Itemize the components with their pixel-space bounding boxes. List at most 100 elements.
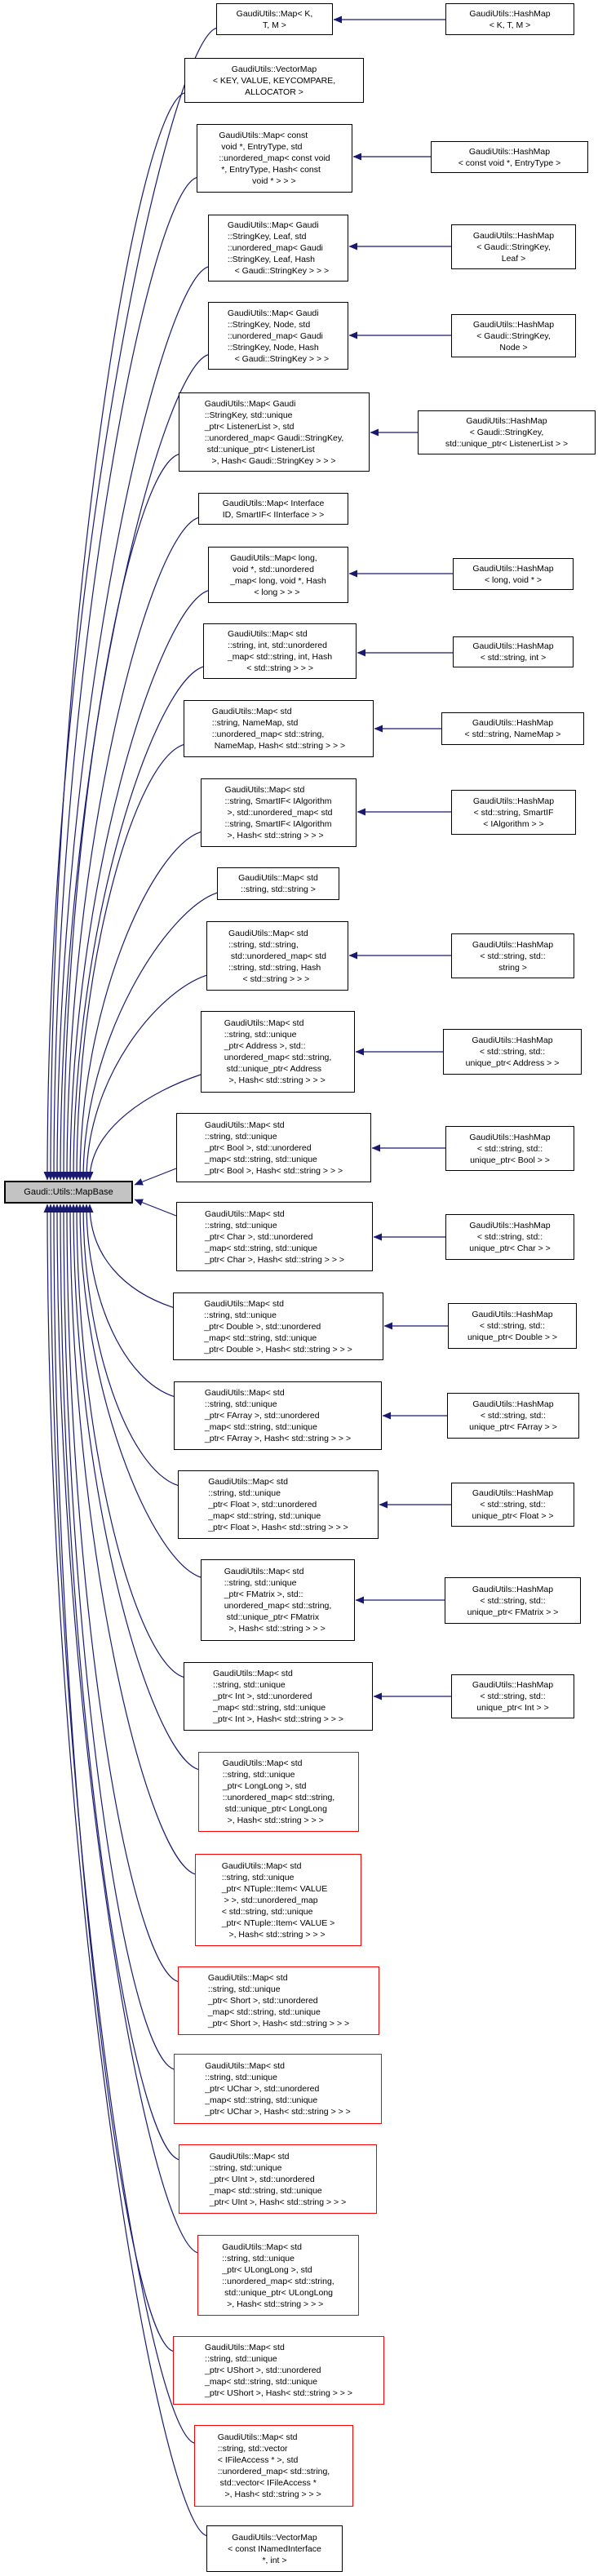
class-name-line: >, Hash< std::string > > > xyxy=(222,2299,324,2309)
class-node-hm_bool[interactable]: GaudiUtils::HashMap< std::string, std::u… xyxy=(445,1126,574,1171)
class-node-hm_cvoid[interactable]: GaudiUtils::HashMap< const void *, Entry… xyxy=(431,141,588,173)
class-node-hm_long_void[interactable]: GaudiUtils::HashMap< long, void * > xyxy=(453,558,574,590)
class-node-sk_node[interactable]: GaudiUtils::Map< Gaudi::StringKey, Node,… xyxy=(208,302,348,370)
class-node-hm_float[interactable]: GaudiUtils::HashMap< std::string, std::u… xyxy=(451,1483,574,1527)
class-name-label: GaudiUtils::HashMap< Gaudi::StringKey,No… xyxy=(473,319,554,353)
class-name-line: GaudiUtils::HashMap xyxy=(472,796,555,806)
class-node-int[interactable]: GaudiUtils::Map< std::string, std::uniqu… xyxy=(184,1662,373,1731)
class-name-line: GaudiUtils::HashMap xyxy=(472,1310,553,1319)
class-name-line: _map< std::string, std::unique xyxy=(204,1422,317,1432)
class-name-line: *, EntryType, Hash< const xyxy=(219,165,321,175)
class-node-hm_fmatrix[interactable]: GaudiUtils::HashMap< std::string, std::u… xyxy=(445,1577,581,1624)
class-node-bool[interactable]: GaudiUtils::Map< std::string, std::uniqu… xyxy=(176,1113,371,1182)
class-name-label: GaudiUtils::Map< std::string, std::uniqu… xyxy=(210,2151,347,2208)
edge-long_void-to-mapbase xyxy=(66,590,209,1181)
class-node-hm_address[interactable]: GaudiUtils::HashMap< std::string, std::u… xyxy=(443,1029,582,1075)
class-name-label: GaudiUtils::Map< K,T, M > xyxy=(237,8,313,31)
edge-uchar-to-mapbase xyxy=(60,1204,175,2070)
class-name-line: GaudiUtils::VectorMap xyxy=(231,64,317,74)
class-node-float[interactable]: GaudiUtils::Map< std::string, std::uniqu… xyxy=(178,1470,379,1539)
class-node-hm_namemap[interactable]: GaudiUtils::HashMap< std::string, NameMa… xyxy=(441,712,584,745)
edge-float-to-mapbase xyxy=(79,1204,179,1487)
class-name-line: _map< std::string, std::unique xyxy=(204,1243,318,1253)
class-name-line: GaudiUtils::Map< std xyxy=(205,2343,285,2352)
class-node-address[interactable]: GaudiUtils::Map< std::string, std::uniqu… xyxy=(201,1011,355,1093)
class-name-label: GaudiUtils::VectorMap< const INamedInter… xyxy=(228,2532,321,2566)
class-name-line: unique_ptr< Int > > xyxy=(476,1703,549,1713)
class-name-line: ::StringKey, std::unique xyxy=(204,410,293,420)
class-name-label: GaudiUtils::Map< std::string, std::uniqu… xyxy=(208,1476,348,1533)
class-name-label: GaudiUtils::HashMap< K, T, M > xyxy=(469,8,550,31)
class-name-line: ::StringKey, Leaf, Hash xyxy=(227,255,316,264)
class-node-hm_double[interactable]: GaudiUtils::HashMap< std::string, std::u… xyxy=(448,1303,577,1349)
class-node-cvoid[interactable]: GaudiUtils::Map< const void *, EntryType… xyxy=(197,124,352,193)
class-node-sk_llist[interactable]: GaudiUtils::Map< Gaudi::StringKey, std::… xyxy=(179,392,370,472)
class-name-line: ::string, std::vector xyxy=(217,2444,288,2454)
class-node-ktm[interactable]: GaudiUtils::Map< K,T, M > xyxy=(216,3,333,35)
class-node-char[interactable]: GaudiUtils::Map< std::string, std::uniqu… xyxy=(176,1202,373,1271)
class-node-string_int[interactable]: GaudiUtils::Map< std::string, int, std::… xyxy=(203,623,357,679)
class-node-uint: GaudiUtils::Map< std::string, std::uniqu… xyxy=(179,2144,377,2214)
class-name-line: GaudiUtils::Map< K, xyxy=(236,8,313,19)
class-name-line: GaudiUtils::Map< Interface xyxy=(222,498,325,508)
class-name-line: _map< std::string, std::unique xyxy=(204,1154,317,1164)
class-name-line: GaudiUtils::HashMap xyxy=(469,8,551,19)
class-name-line: GaudiUtils::Map< std xyxy=(221,1860,302,1871)
class-node-ulonglong: GaudiUtils::Map< std::string, std::uniqu… xyxy=(197,2235,359,2316)
class-name-line: _ptr< NTuple::Item< VALUE > xyxy=(221,1918,335,1928)
class-name-line: _map< std::string, std::unique xyxy=(205,2095,318,2105)
class-node-hm_sk_leaf[interactable]: GaudiUtils::HashMap< Gaudi::StringKey,Le… xyxy=(451,224,576,269)
class-name-line: _ptr< Short >, Hash< std::string > > > xyxy=(207,2019,350,2028)
class-name-line: ::string, std::unique xyxy=(221,1872,295,1882)
class-name-line: ::string, std::unique xyxy=(222,2253,295,2263)
class-node-double[interactable]: GaudiUtils::Map< std::string, std::uniqu… xyxy=(173,1292,383,1360)
class-node-vmap_inamed[interactable]: GaudiUtils::VectorMap< const INamedInter… xyxy=(206,2525,343,2572)
class-name-line: GaudiUtils::HashMap xyxy=(472,1488,554,1498)
class-name-line: _ptr< Bool >, Hash< std::string > > > xyxy=(204,1165,343,1176)
class-node-hm_ktm[interactable]: GaudiUtils::HashMap< K, T, M > xyxy=(445,3,574,35)
class-name-line: GaudiUtils::Map< std xyxy=(213,1669,293,1678)
class-node-hm_ss[interactable]: GaudiUtils::HashMap< std::string, std::s… xyxy=(451,933,574,978)
class-node-hm_sk_node[interactable]: GaudiUtils::HashMap< Gaudi::StringKey,No… xyxy=(451,314,576,357)
class-name-label: GaudiUtils::Map< std::string, int, std::… xyxy=(228,628,332,674)
class-name-line: T, M > xyxy=(263,20,286,30)
class-node-fmatrix[interactable]: GaudiUtils::Map< std::string, std::uniqu… xyxy=(201,1559,355,1641)
class-name-line: _ptr< UInt >, Hash< std::string > > > xyxy=(209,2197,347,2207)
class-name-line: ::StringKey, Node, std xyxy=(227,319,311,330)
class-name-label: GaudiUtils::Map< Gaudi::StringKey, Node,… xyxy=(228,308,329,365)
class-node-ss_short[interactable]: GaudiUtils::Map< std::string, std::strin… xyxy=(217,867,339,900)
class-name-line: < K, T, M > xyxy=(489,20,531,30)
class-node-sk_leaf[interactable]: GaudiUtils::Map< Gaudi::StringKey, Leaf,… xyxy=(208,215,348,282)
class-name-line: < Gaudi::StringKey, xyxy=(469,428,544,437)
class-name-line: _ptr< NTuple::Item< VALUE xyxy=(221,1883,328,1894)
class-node-namemap[interactable]: GaudiUtils::Map< std::string, NameMap, s… xyxy=(184,700,374,757)
class-name-line: ::string, std::unique xyxy=(213,1680,286,1690)
class-name-line: ::string, std::string, Hash xyxy=(228,962,321,973)
class-node-smartif[interactable]: GaudiUtils::Map< std::string, SmartIF< I… xyxy=(201,778,357,847)
class-name-line: Leaf > xyxy=(501,253,526,264)
class-node-hm_int[interactable]: GaudiUtils::HashMap< std::string, std::u… xyxy=(451,1674,574,1718)
class-name-line: string > xyxy=(498,962,527,973)
class-name-label: GaudiUtils::HashMap< long, void * > xyxy=(472,563,553,586)
class-name-label: GaudiUtils::HashMap< std::string, std::u… xyxy=(472,1488,553,1522)
class-node-long_void[interactable]: GaudiUtils::Map< long, void *, std::unor… xyxy=(208,547,348,603)
class-node-hm_string_int[interactable]: GaudiUtils::HashMap< std::string, int > xyxy=(453,636,574,667)
class-name-line: < std::string, NameMap > xyxy=(464,729,561,739)
class-name-line: GaudiUtils::Map< std xyxy=(205,2061,285,2071)
class-node-vmap_key[interactable]: GaudiUtils::VectorMap< KEY, VALUE, KEYCO… xyxy=(184,58,364,103)
class-node-ss_um[interactable]: GaudiUtils::Map< std::string, std::strin… xyxy=(206,921,348,991)
class-node-hm_farray[interactable]: GaudiUtils::HashMap< std::string, std::u… xyxy=(447,1393,579,1439)
class-node-hm_sk_llist[interactable]: GaudiUtils::HashMap< Gaudi::StringKey,st… xyxy=(418,410,596,454)
class-name-line: _ptr< UInt >, std::unordered xyxy=(209,2174,315,2184)
class-name-line: _ptr< Double >, std::unordered xyxy=(204,1321,321,1332)
class-node-hm_char[interactable]: GaudiUtils::HashMap< std::string, std::u… xyxy=(445,1214,574,1260)
class-name-line: ID, SmartIF< IInterface > > xyxy=(222,509,325,520)
class-node-hm_smartif[interactable]: GaudiUtils::HashMap< std::string, SmartI… xyxy=(451,790,576,835)
class-name-line: unique_ptr< FMatrix > > xyxy=(467,1607,559,1617)
base-class-node: Gaudi::Utils::MapBase xyxy=(4,1181,133,1204)
class-name-line: _ptr< Double >, Hash< std::string > > > xyxy=(204,1344,352,1355)
class-name-line: >, Hash< std::string > > > xyxy=(217,2490,321,2499)
class-node-farray[interactable]: GaudiUtils::Map< std::string, std::uniqu… xyxy=(174,1381,382,1450)
